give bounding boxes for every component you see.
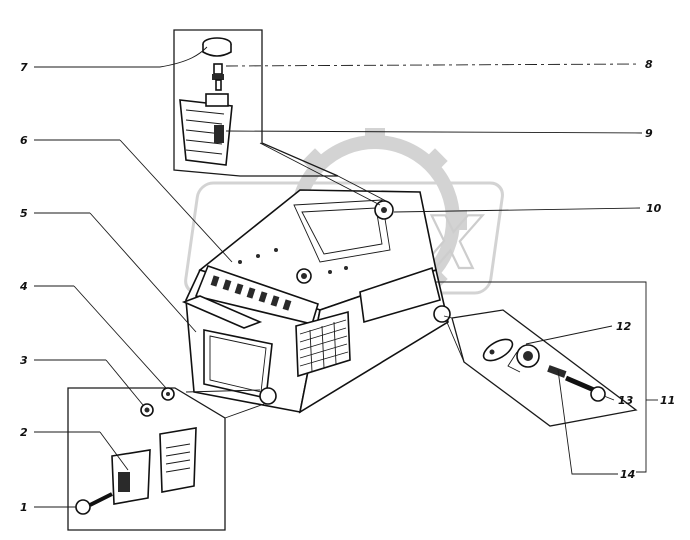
callout-8: 8 xyxy=(645,58,653,71)
callout-11: 11 xyxy=(660,394,675,407)
callout-13: 13 xyxy=(618,394,634,407)
inset-right-panel xyxy=(451,309,638,427)
callout-14: 14 xyxy=(620,468,635,481)
leader-lines xyxy=(34,46,658,508)
callout-7: 7 xyxy=(20,61,28,74)
callout-10: 10 xyxy=(646,202,662,215)
callout-1: 1 xyxy=(20,501,28,514)
callout-5: 5 xyxy=(20,207,28,220)
callout-3: 3 xyxy=(20,354,28,367)
callout-labels: 7 8 9 6 10 5 4 12 3 11 13 2 14 1 xyxy=(19,58,675,514)
inset-bottom-panel xyxy=(67,387,226,531)
inset-top-panel xyxy=(173,29,339,177)
callout-4: 4 xyxy=(19,280,28,293)
callout-9: 9 xyxy=(645,127,653,140)
callout-12: 12 xyxy=(616,320,632,333)
callout-6: 6 xyxy=(20,134,28,147)
cab-body xyxy=(181,189,451,414)
callout-2: 2 xyxy=(20,426,28,439)
